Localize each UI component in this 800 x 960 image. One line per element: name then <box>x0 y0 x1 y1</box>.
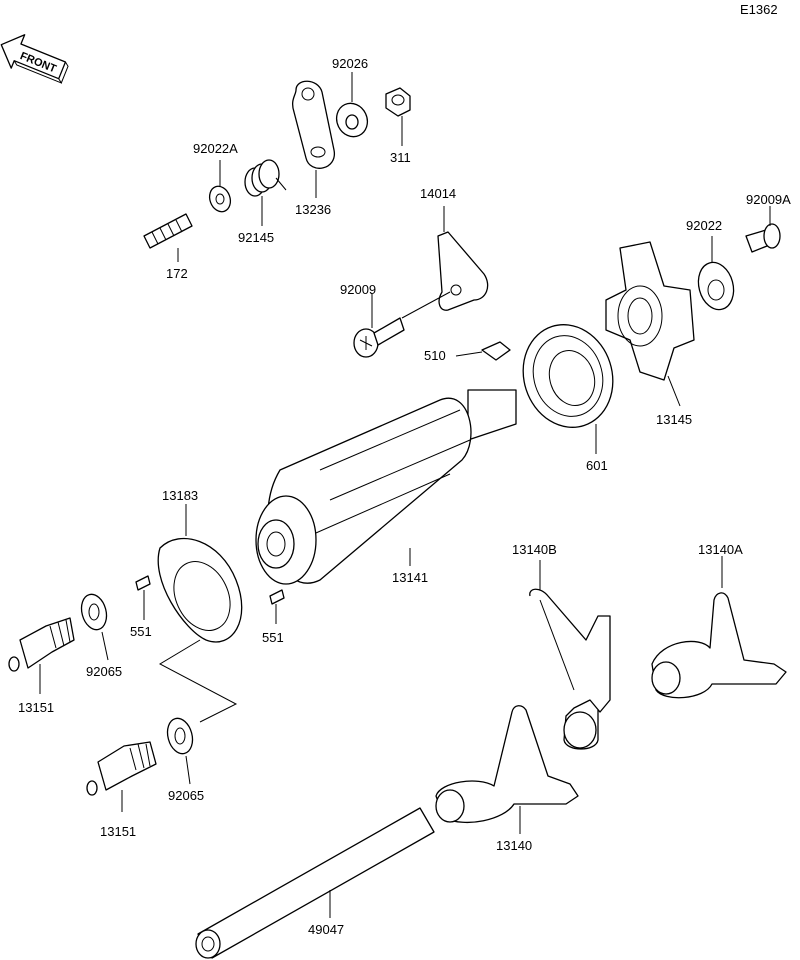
shift-drum-13141 <box>255 389 517 585</box>
connector-line <box>158 639 238 723</box>
washer-92065-bottom <box>166 717 194 755</box>
shaft-49047 <box>195 807 435 959</box>
label-13151-bottom: 13151 <box>100 824 136 839</box>
label-13151-top: 13151 <box>18 700 54 715</box>
label-92009A: 92009A <box>746 192 791 207</box>
washer-92026 <box>335 102 369 138</box>
spring-92145 <box>244 159 287 197</box>
diagram-code: E1362 <box>740 2 778 17</box>
switch-13151-bottom <box>86 741 157 796</box>
plate-14014 <box>437 231 489 311</box>
washer-92065-top <box>80 593 108 631</box>
label-13140: 13140 <box>496 838 532 853</box>
label-551-left: 551 <box>130 624 152 639</box>
screw-92009 <box>353 317 405 358</box>
label-601: 601 <box>586 458 608 473</box>
washer-92022 <box>697 261 735 311</box>
label-13145: 13145 <box>656 412 692 427</box>
label-13141: 13141 <box>392 570 428 585</box>
label-13183: 13183 <box>162 488 198 503</box>
lever-13236 <box>291 80 335 169</box>
label-92026: 92026 <box>332 56 368 71</box>
label-311: 311 <box>390 150 411 165</box>
label-49047: 49047 <box>308 922 344 937</box>
label-14014: 14014 <box>420 186 456 201</box>
label-92022A: 92022A <box>193 141 238 156</box>
label-172: 172 <box>166 266 188 281</box>
label-13140B: 13140B <box>512 542 557 557</box>
fork-13140B <box>529 588 611 750</box>
switch-13151-top <box>8 617 75 672</box>
spring-172 <box>143 213 193 249</box>
front-arrow-icon: FRONT <box>0 34 69 85</box>
bearing-601 <box>522 324 614 428</box>
holder-13145 <box>605 241 695 381</box>
label-510: 510 <box>424 348 446 363</box>
label-13140A: 13140A <box>698 542 743 557</box>
label-13236: 13236 <box>295 202 331 217</box>
fork-13140A <box>651 592 787 699</box>
label-92145: 92145 <box>238 230 274 245</box>
pin-551-right <box>269 589 285 605</box>
nut-311 <box>385 87 411 117</box>
label-551-right: 551 <box>262 630 284 645</box>
fork-13140 <box>435 705 579 824</box>
bolt-92009A <box>745 223 781 253</box>
label-92065-bottom: 92065 <box>168 788 204 803</box>
label-92009: 92009 <box>340 282 376 297</box>
key-510 <box>481 341 511 361</box>
label-92065-top: 92065 <box>86 664 122 679</box>
pin-551-left <box>135 575 151 591</box>
plate-13183 <box>157 538 243 643</box>
label-92022: 92022 <box>686 218 722 233</box>
washer-92022A <box>208 185 232 213</box>
